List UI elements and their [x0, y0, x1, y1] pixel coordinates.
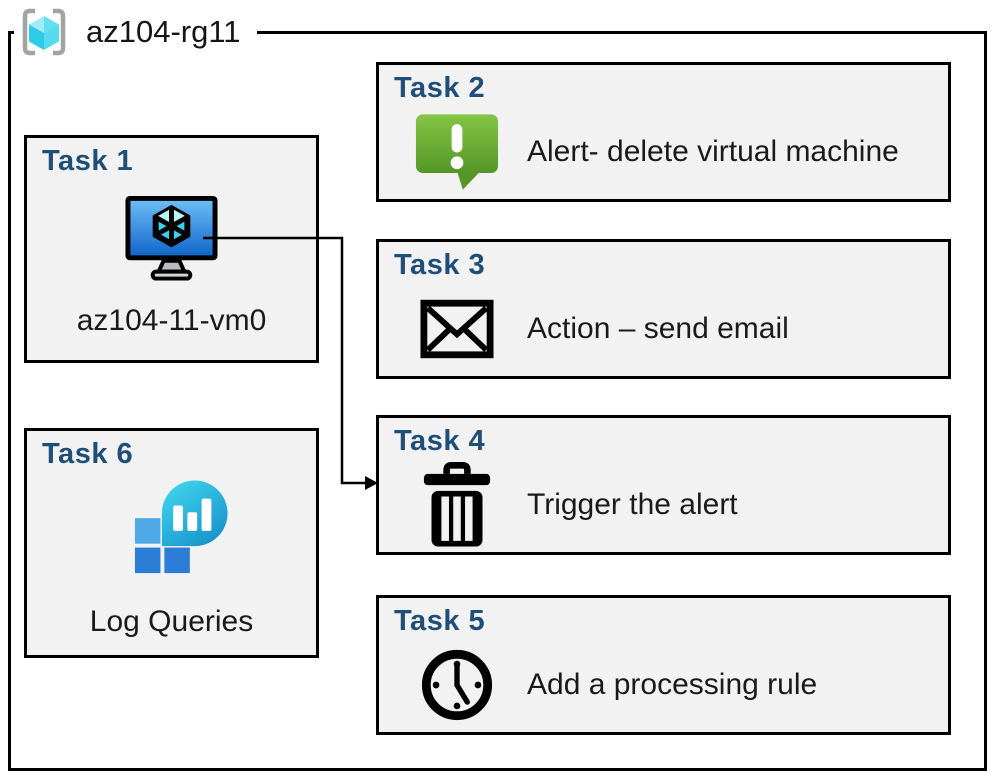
task-2-label: Task 2 [394, 72, 486, 104]
clock-icon [413, 647, 501, 723]
task-3-text: Action – send email [527, 312, 789, 346]
task-1-text: az104-11-vm0 [76, 304, 267, 337]
trash-icon [413, 461, 501, 549]
task-2-text: Alert- delete virtual machine [527, 135, 899, 169]
task-6-text: Log Queries [89, 605, 254, 638]
task-6-box: Task 6 Log Queries [24, 428, 319, 658]
task-5-label: Task 5 [394, 605, 486, 637]
task-6-label: Task 6 [42, 438, 134, 470]
alert-icon [413, 112, 501, 193]
resource-group-name: az104-rg11 [86, 14, 241, 49]
task-4-box: Task 4 Trigger the alert [376, 415, 951, 555]
resource-group-header: az104-rg11 [14, 3, 257, 61]
virtual-machine-icon [124, 194, 219, 287]
task-4-label: Task 4 [394, 425, 486, 457]
task-4-text: Trigger the alert [527, 488, 738, 522]
task-1-label: Task 1 [42, 145, 134, 177]
task-2-box: Task 2 Alert- delete virtual machine [376, 62, 951, 202]
resource-group-icon [22, 8, 66, 56]
task-3-label: Task 3 [394, 249, 486, 281]
task-5-box: Task 5 Add a processing rule [376, 595, 951, 735]
email-icon [413, 299, 501, 359]
task-5-text: Add a processing rule [527, 668, 818, 702]
resource-group-boundary [8, 31, 987, 771]
task-3-box: Task 3 Action – send email [376, 239, 951, 379]
task-1-box: Task 1 az104-11-vm0 [24, 135, 319, 363]
log-queries-icon [133, 477, 231, 582]
